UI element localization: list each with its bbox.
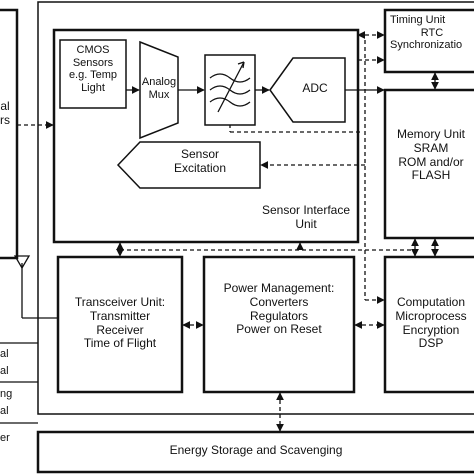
cmos-sensors-label: CMOS Sensors e.g. Temp Light [68,44,118,94]
legend-item-5: er [0,432,10,444]
sensor-excitation-shape [116,141,261,189]
antenna-icon [13,255,31,270]
system-frame [37,1,474,415]
transceiver-unit-box [56,255,184,394]
legend-item-3: ng [0,388,13,400]
legend-item-2: al [0,365,9,377]
signal-connectors [17,31,439,432]
computation-box [383,255,474,394]
legend-item-4: al [0,405,9,417]
analog-mux-shape [139,40,179,140]
power-management-box [202,255,356,394]
sensor-interface-unit-box [52,28,360,244]
timing-unit-box [383,8,474,74]
timing-unit-label: Timing Unit RTC Synchronizatio [390,14,463,52]
left-sensors-block [0,8,19,260]
computation-label: Computation Microprocess Encryption DSP [395,296,467,351]
adc-label: ADC [302,81,328,95]
filter-icon [209,61,251,113]
cmos-sensors-box [59,39,127,109]
sensor-excitation-label: Sensor Excitation [173,147,227,175]
left-block-label: al rs [0,99,10,127]
transceiver-unit-label: Transceiver Unit: Transmitter Receiver T… [74,295,166,351]
energy-storage-box [36,430,474,474]
energy-storage-label: Energy Storage and Scavenging [169,443,343,457]
memory-unit-label: Memory Unit SRAM ROM and/or FLASH [396,128,465,183]
analog-mux-label: Analog Mux [141,76,177,101]
legend-lines [0,342,38,424]
legend-item-1: al [0,348,9,360]
sensor-interface-unit-label: Sensor Interface Unit [261,203,351,231]
memory-unit-box [383,88,474,240]
power-management-label: Power Management: Converters Regulators … [223,281,335,337]
